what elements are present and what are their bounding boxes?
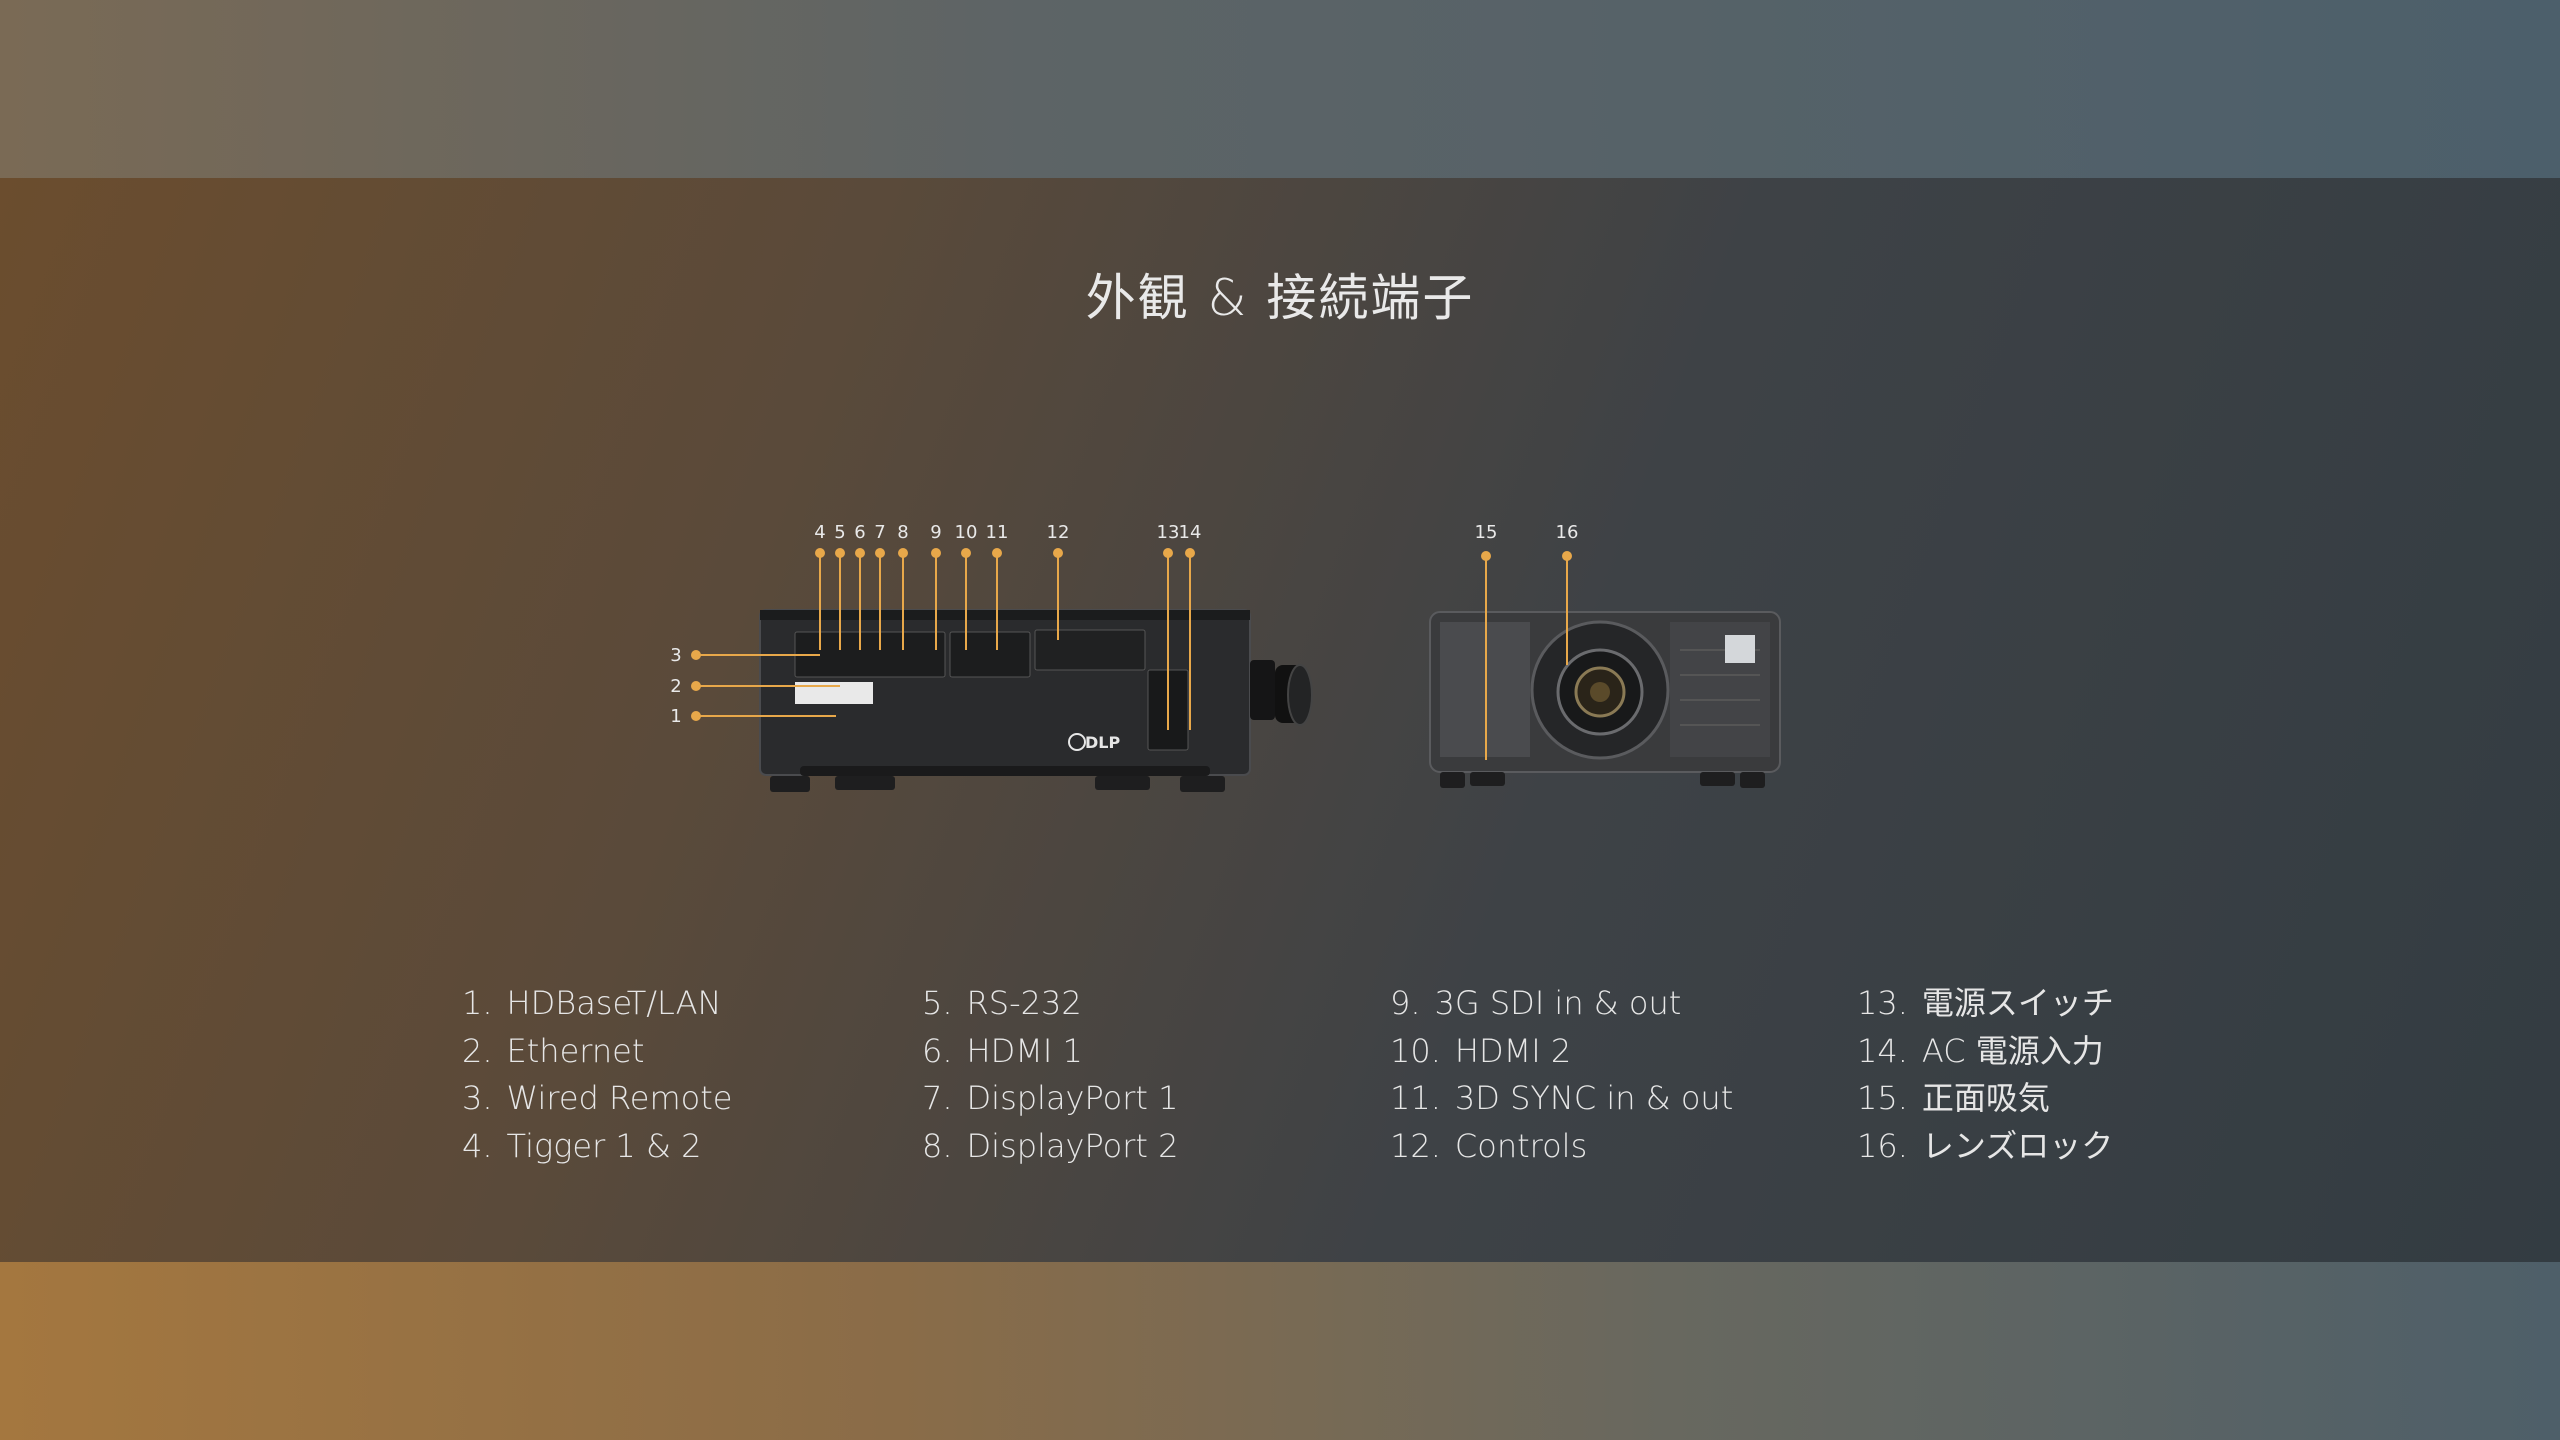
callout-13: 13 [1157,522,1180,543]
legend-item: 16.レンズロック [1857,1126,2114,1165]
callout-2: 2 [670,676,681,697]
callout-12: 12 [1047,522,1070,543]
legend-item: 7.DisplayPort 1 [922,1079,1179,1117]
callout-3: 3 [670,645,681,666]
legend-item: 15.正面吸気 [1857,1079,2050,1117]
callout-8: 8 [897,522,908,543]
callout-11: 11 [986,522,1009,543]
legend-item: 14.AC 電源入力 [1857,1031,2104,1070]
callout-6: 6 [854,522,865,543]
callout-15: 15 [1475,522,1498,543]
legend-item: 9.3G SDI in & out [1390,984,1682,1022]
legend-item: 1.HDBaseT/LAN [462,984,722,1022]
legend-item: 13.電源スイッチ [1857,984,2114,1022]
callout-14: 14 [1179,522,1202,543]
legend-item: 6.HDMI 1 [922,1031,1083,1070]
callout-4: 4 [814,522,825,543]
legend-column-2: 5.RS-232 6.HDMI 1 7.DisplayPort 1 8.Disp… [922,980,1362,1170]
page-title: 外観 & 接続端子 [1085,269,1475,327]
projector-diagram-svg: DLP [670,522,1781,792]
projector-front-view [1429,611,1781,788]
callout-7: 7 [874,522,885,543]
port-legend: 1.HDBaseT/LAN 2.Ethernet 3.Wired Remote … [462,980,2362,1180]
legend-column-4: 13.電源スイッチ 14.AC 電源入力 15.正面吸気 16.レンズロック [1857,980,2297,1170]
legend-item: 8.DisplayPort 2 [922,1126,1179,1165]
legend-item: 5.RS-232 [922,984,1082,1022]
legend-item: 10.HDMI 2 [1390,1031,1572,1070]
legend-item: 4.Tigger 1 & 2 [462,1126,702,1165]
callout-lines [691,548,1572,760]
legend-item: 3.Wired Remote [462,1079,733,1117]
top-band [0,0,2560,178]
callout-5: 5 [834,522,845,543]
callout-10: 10 [955,522,978,543]
legend-item: 2.Ethernet [462,1031,645,1070]
legend-column-1: 1.HDBaseT/LAN 2.Ethernet 3.Wired Remote … [462,980,902,1170]
callout-16: 16 [1556,522,1579,543]
dlp-logo: DLP [1085,733,1120,752]
projector-diagram: DLP [640,500,1840,820]
legend-item: 12.Controls [1390,1126,1588,1165]
callout-1: 1 [670,706,681,727]
projector-side-view: DLP [759,609,1313,792]
legend-column-3: 9.3G SDI in & out 10.HDMI 2 11.3D SYNC i… [1390,980,1830,1170]
bottom-band [0,1262,2560,1440]
legend-item: 11.3D SYNC in & out [1390,1079,1734,1117]
callout-9: 9 [930,522,941,543]
